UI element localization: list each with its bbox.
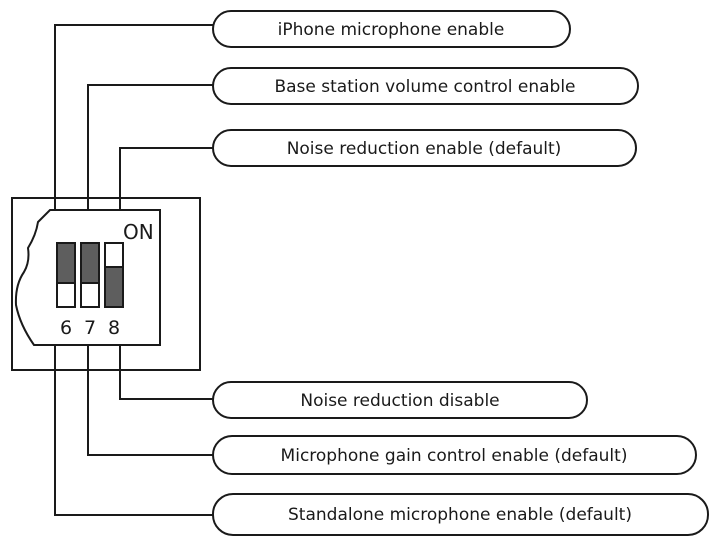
label-text: Noise reduction enable (default) — [287, 139, 562, 159]
switch-7-number: 7 — [84, 317, 96, 339]
label-pill-microphone-gain: Microphone gain control enable (default) — [212, 435, 697, 475]
connector-line-switch-7-top — [87, 84, 213, 210]
label-pill-standalone-microphone: Standalone microphone enable (default) — [212, 493, 709, 536]
label-text: iPhone microphone enable — [278, 20, 505, 40]
connector-line-switch-7-bottom — [87, 345, 213, 456]
switch-8-number: 8 — [108, 317, 120, 339]
switch-6[interactable] — [56, 242, 76, 308]
label-text: Standalone microphone enable (default) — [288, 505, 632, 525]
switch-8[interactable] — [104, 242, 124, 308]
connector-line-switch-6-bottom — [54, 345, 213, 516]
label-text: Base station volume control enable — [274, 77, 575, 97]
label-pill-iphone-microphone: iPhone microphone enable — [212, 10, 571, 48]
switch-7-actuator — [80, 242, 100, 284]
label-pill-base-station-volume: Base station volume control enable — [212, 67, 639, 105]
label-pill-noise-reduction-disable: Noise reduction disable — [212, 381, 588, 419]
connector-line-switch-8-bottom — [119, 345, 213, 400]
on-label: ON — [123, 220, 154, 244]
switch-6-number: 6 — [60, 317, 72, 339]
switch-frame — [11, 197, 201, 371]
label-pill-noise-reduction-enable: Noise reduction enable (default) — [212, 129, 637, 167]
connector-line-switch-8-top — [119, 147, 213, 210]
switch-7[interactable] — [80, 242, 100, 308]
label-text: Microphone gain control enable (default) — [281, 446, 628, 466]
label-text: Noise reduction disable — [300, 391, 499, 411]
connector-line-switch-6-top — [54, 24, 213, 210]
switch-8-actuator — [104, 266, 124, 308]
switch-6-actuator — [56, 242, 76, 284]
